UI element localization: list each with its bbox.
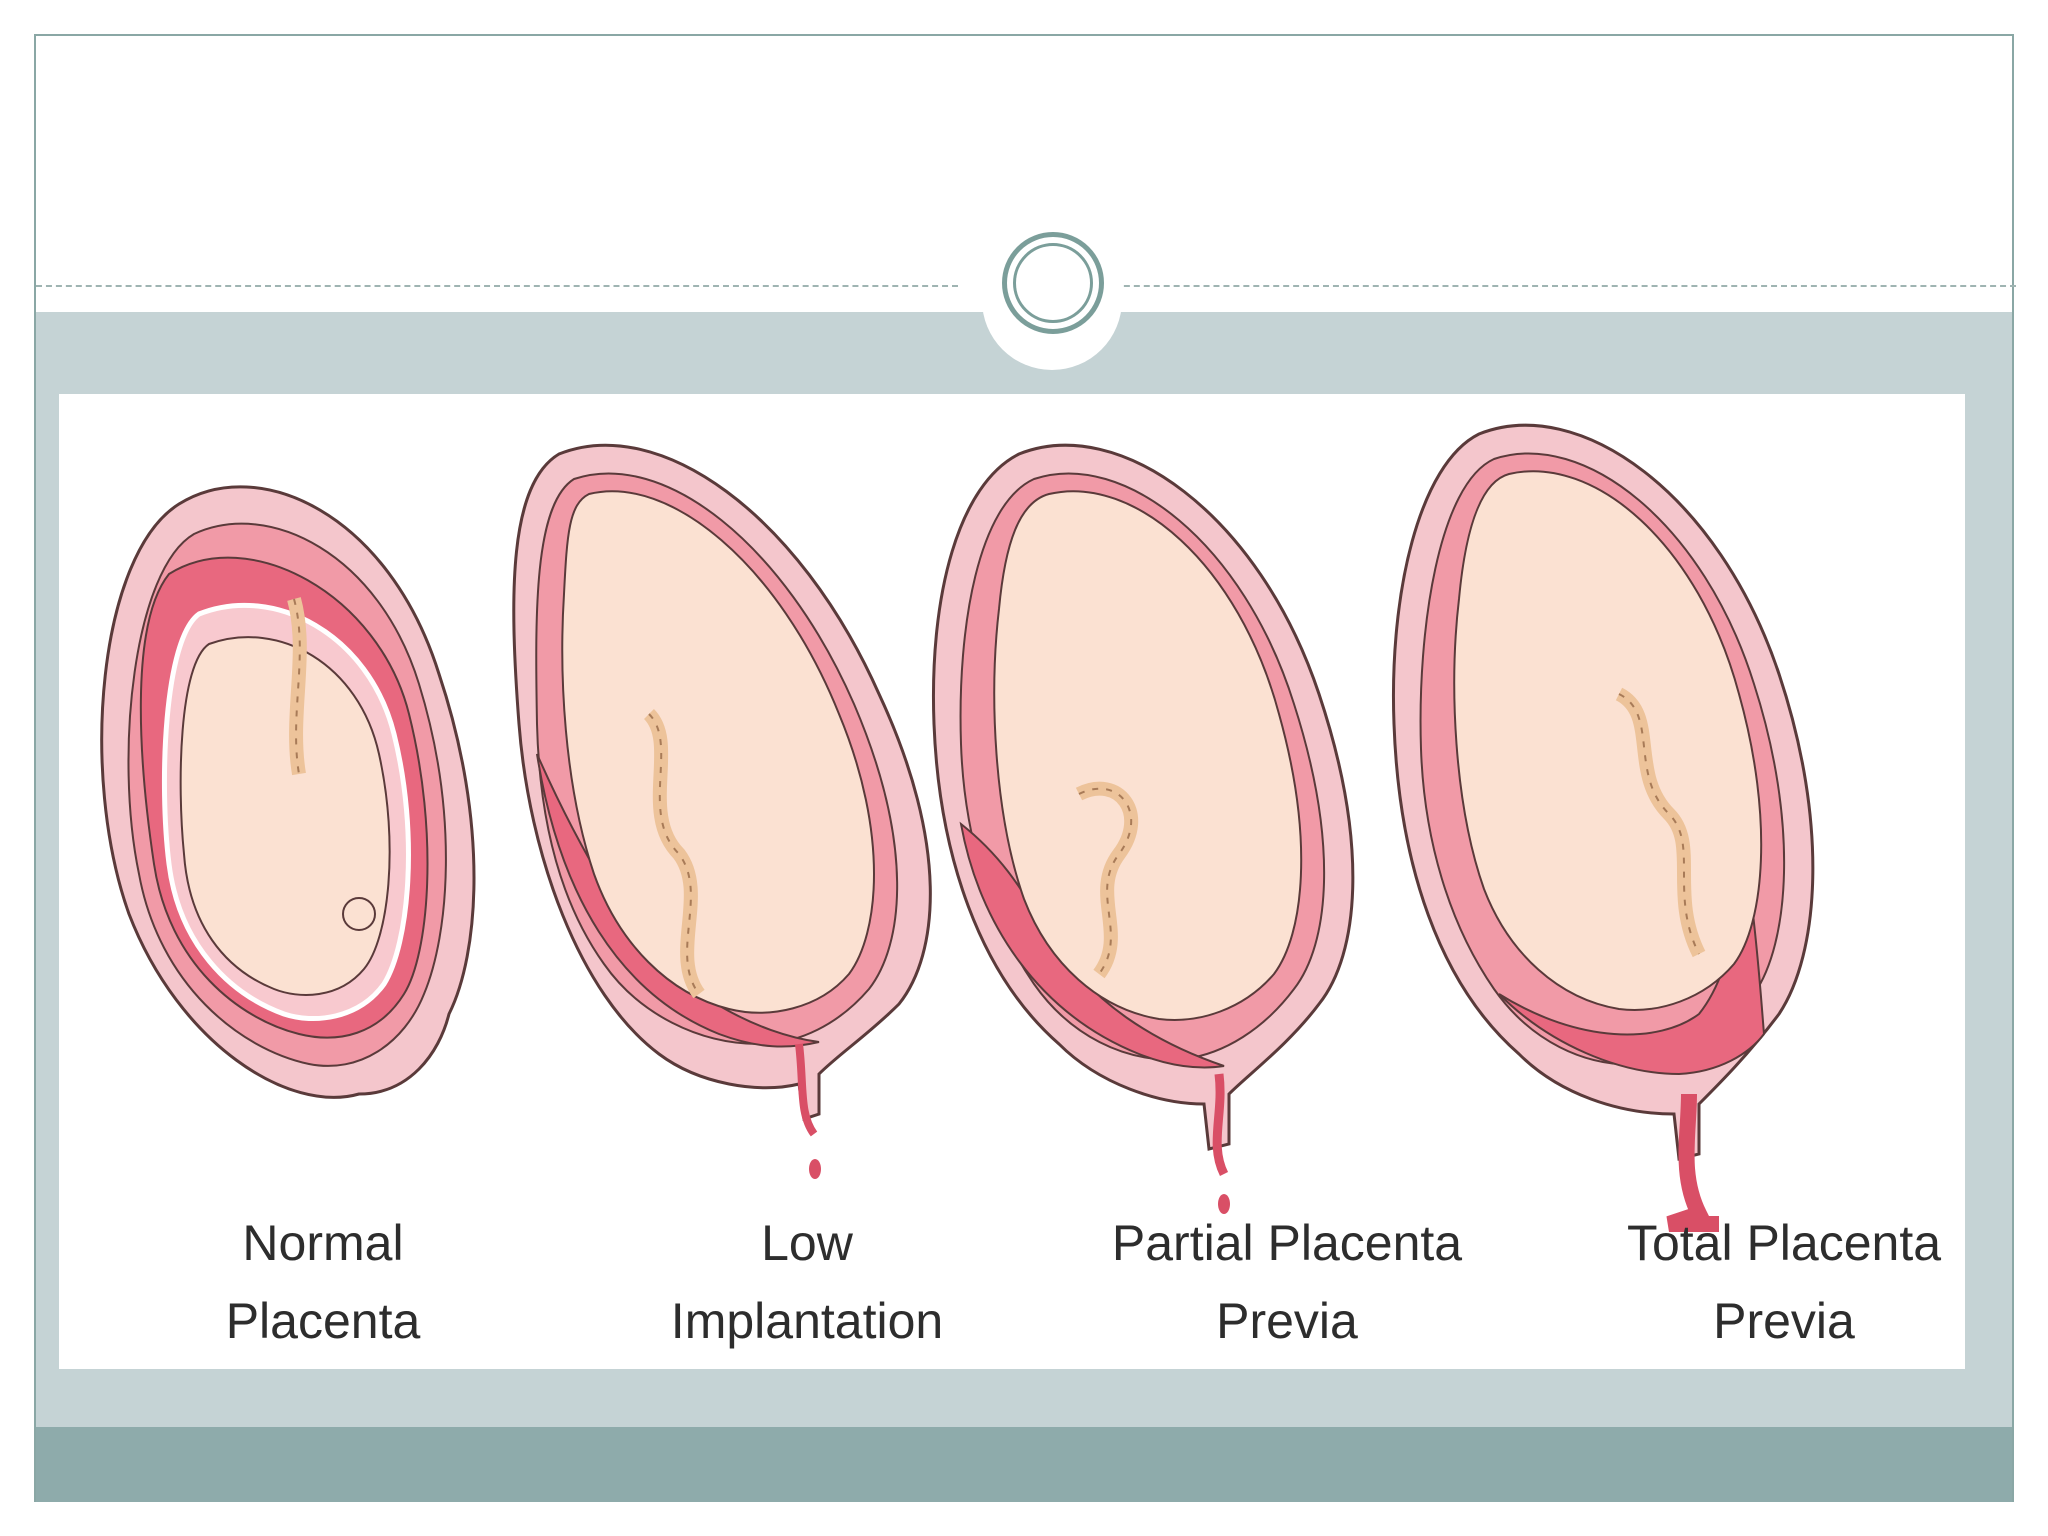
slide: Normal Placenta Low Implantation Partial… [34,34,2016,1502]
footer-band [36,1427,2012,1502]
title-divider-left [36,285,958,287]
placenta-illustrations [100,423,1815,1232]
caption-line-2: Placenta [225,1293,421,1349]
caption-line-2: Previa [1216,1293,1358,1349]
uterus-partial-previa [931,443,1355,1214]
caption-partial-placenta-previa: Partial Placenta Previa [1077,1204,1497,1360]
caption-line-1: Low [761,1215,853,1271]
caption-normal-placenta: Normal Placenta [113,1204,533,1360]
caption-line-2: Implantation [670,1293,944,1349]
placenta-diagram: Normal Placenta Low Implantation Partial… [59,394,1965,1369]
divider-ring-ornament [1002,232,1104,334]
uterus-low-implantation [512,443,932,1179]
title-divider-right [1094,285,2016,287]
caption-line-1: Normal [242,1215,404,1271]
caption-line-2: Previa [1713,1293,1855,1349]
uterus-total-previa [1392,423,1815,1232]
caption-total-placenta-previa: Total Placenta Previa [1574,1204,1994,1360]
caption-low-implantation: Low Implantation [597,1204,1017,1360]
uterus-normal [100,485,476,1099]
caption-line-1: Partial Placenta [1111,1215,1463,1271]
caption-line-1: Total Placenta [1626,1215,1942,1271]
